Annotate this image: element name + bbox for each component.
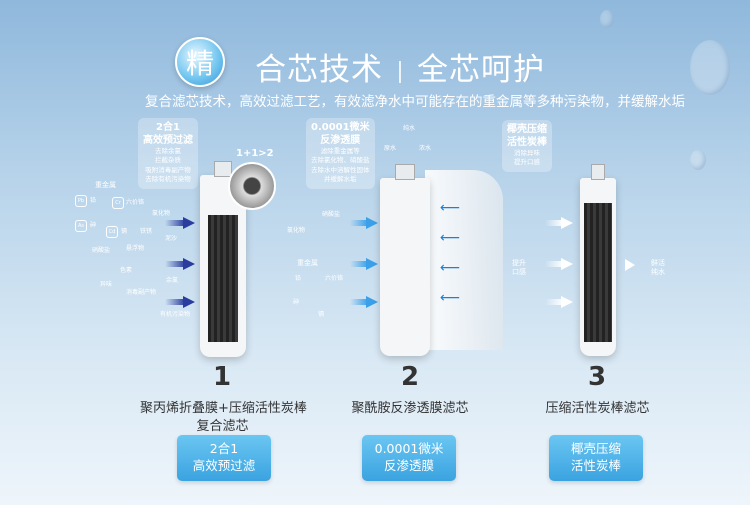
water-drop bbox=[690, 40, 730, 95]
card-line: 消除异味 bbox=[514, 149, 540, 157]
button-line: 活性炭棒 bbox=[570, 458, 621, 473]
flow-arrow: ⟵ bbox=[440, 200, 461, 216]
inflow-arrow bbox=[165, 258, 195, 270]
stage2-label: 聚酰胺反渗透膜滤芯 bbox=[351, 401, 469, 416]
card-line: 去除余氯 bbox=[155, 147, 181, 155]
stage1-cartridge bbox=[200, 161, 246, 357]
inflow-arrow bbox=[165, 296, 195, 308]
ro-membrane-sheet bbox=[425, 170, 503, 350]
tag: 铁锈 bbox=[140, 228, 153, 235]
inflow-arrow bbox=[545, 258, 573, 270]
button-line: 反渗透膜 bbox=[383, 458, 434, 473]
stage3-cartridge bbox=[580, 164, 616, 356]
outflow-arrow bbox=[625, 259, 635, 271]
inflow-arrow bbox=[350, 296, 378, 308]
card-title: 椰壳压缩 bbox=[507, 124, 547, 135]
flow-arrow: ⟵ bbox=[440, 290, 461, 306]
card-line: 去除氯化物、硝酸盐 bbox=[311, 156, 370, 165]
stage1-label: 聚丙烯折叠膜+压缩活性炭棒复合滤芯 bbox=[140, 400, 307, 435]
tag: 六价铬 bbox=[325, 275, 344, 282]
tag: 镉 bbox=[121, 228, 128, 235]
button-line: 2合1 bbox=[209, 441, 239, 457]
stage2-cartridge bbox=[380, 164, 430, 356]
page-title: 合芯技术全芯呵护 bbox=[255, 44, 545, 89]
magnifier-lens bbox=[228, 162, 276, 210]
tag: 重金属 bbox=[95, 181, 116, 189]
tag: 铅 bbox=[295, 275, 302, 282]
stage1-info-card: 2合1 高效预过滤 去除余氯 拦截杂质 吸附消毒副产物 去除有机污染物 bbox=[138, 118, 198, 189]
tag: 余氯 bbox=[166, 277, 179, 284]
element-icon: Cr bbox=[112, 197, 124, 209]
water-drop bbox=[520, 70, 530, 82]
button-line: 高效预过滤 bbox=[192, 458, 256, 473]
tag: 消毒副产物 bbox=[126, 289, 157, 296]
tag: 硝酸盐 bbox=[322, 211, 341, 218]
button-line: 0.0001微米 bbox=[374, 441, 444, 457]
ratio-label: 1+1>2 bbox=[236, 148, 274, 159]
stage2-info-card: 0.0001微米 反渗透膜 滤除重金属等 去除氯化物、硝酸盐 去除水中溶解性固体… bbox=[306, 118, 375, 189]
button-line: 椰壳压缩 bbox=[570, 441, 621, 457]
title-divider bbox=[399, 60, 401, 83]
tag: 氯化物 bbox=[152, 210, 171, 217]
tag: 砷 bbox=[293, 299, 300, 306]
tag: 氯化物 bbox=[287, 227, 306, 234]
inflow-arrow bbox=[545, 296, 573, 308]
tag: 镉 bbox=[318, 311, 325, 318]
tag: 重金属 bbox=[297, 259, 318, 267]
tag: 提升口感 bbox=[512, 259, 526, 277]
tag: 六价铬 bbox=[126, 199, 145, 206]
tag: 泥沙 bbox=[165, 235, 178, 242]
card-title: 反渗透膜 bbox=[320, 134, 361, 146]
card-line: 去除有机污染物 bbox=[145, 175, 191, 184]
card-title: 活性炭棒 bbox=[507, 136, 547, 148]
label-line: 聚丙烯折叠膜+压缩活性炭棒 bbox=[140, 401, 307, 416]
flow-arrow: ⟵ bbox=[440, 260, 461, 276]
subtitle: 复合滤芯技术，高效过滤工艺，有效滤净水中可能存在的重金属等多种污染物，并缓解水垢 bbox=[145, 94, 685, 110]
element-icon: Cd bbox=[106, 226, 118, 238]
card-line: 提升口感 bbox=[514, 158, 540, 167]
tag: 悬浮物 bbox=[126, 245, 145, 252]
concentrate-label: 浓水 bbox=[419, 145, 432, 152]
card-line: 滤除重金属等 bbox=[320, 147, 360, 155]
stage-number: 3 bbox=[587, 362, 607, 392]
raw-water-label: 原水 bbox=[384, 145, 397, 152]
tag: 铅 bbox=[90, 197, 97, 204]
pure-water-label: 纯水 bbox=[403, 125, 416, 132]
card-line: 拦截杂质 bbox=[155, 156, 181, 165]
element-icon: As bbox=[75, 220, 87, 232]
card-line: 吸附消毒副产物 bbox=[145, 165, 191, 174]
inflow-arrow bbox=[350, 258, 378, 270]
water-drop bbox=[600, 10, 614, 28]
tag: 硝酸盐 bbox=[92, 247, 111, 254]
label-line: 复合滤芯 bbox=[196, 418, 249, 434]
card-line: 并缓解水垢 bbox=[324, 175, 357, 184]
tag: 色素 bbox=[120, 267, 133, 274]
stage3-button[interactable]: 椰壳压缩活性炭棒 bbox=[549, 435, 643, 481]
title-right: 全芯呵护 bbox=[417, 52, 545, 88]
stage-number: 1 bbox=[212, 362, 232, 392]
stage-number: 2 bbox=[400, 362, 420, 392]
card-line: 去除水中溶解性固体 bbox=[311, 165, 370, 174]
card-title: 2合1 bbox=[156, 122, 180, 133]
inflow-arrow bbox=[165, 217, 195, 229]
jing-badge: 精 bbox=[175, 37, 225, 87]
stage2-button[interactable]: 0.0001微米反渗透膜 bbox=[362, 435, 456, 481]
inflow-arrow bbox=[545, 217, 573, 229]
tag: 鲜活纯水 bbox=[651, 259, 665, 277]
flow-arrow: ⟵ bbox=[440, 230, 461, 246]
tag: 有机污染物 bbox=[160, 311, 191, 318]
stage3-info-card: 椰壳压缩 活性炭棒 消除异味 提升口感 bbox=[502, 120, 552, 172]
water-drop bbox=[690, 150, 706, 170]
tag: 异味 bbox=[100, 281, 113, 288]
tag: 砷 bbox=[90, 222, 97, 229]
card-title: 高效预过滤 bbox=[143, 134, 193, 146]
card-title: 0.0001微米 bbox=[311, 122, 370, 133]
title-left: 合芯技术 bbox=[255, 52, 383, 88]
element-icon: Pb bbox=[75, 195, 87, 207]
stage3-label: 压缩活性炭棒滤芯 bbox=[545, 401, 650, 416]
inflow-arrow bbox=[350, 217, 378, 229]
